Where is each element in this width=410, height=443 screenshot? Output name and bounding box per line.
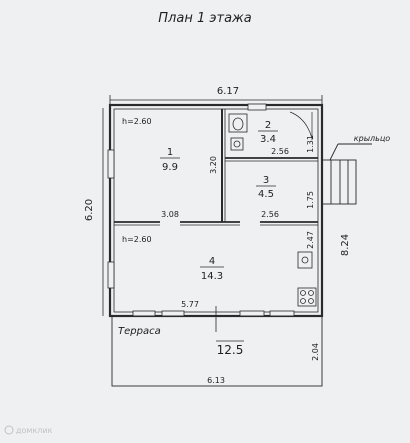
room-4-dim-width: 5.77 <box>181 300 199 309</box>
house-walls <box>107 103 324 318</box>
terrace: Терраса 12.5 2.04 6.13 <box>111 306 323 387</box>
room-3: 3 4.5 1.75 2.56 <box>256 175 315 219</box>
dim-width-top: 6.17 <box>217 86 239 97</box>
dimension-right: 8.24 <box>340 234 351 256</box>
room-2-area: 3.4 <box>260 134 276 145</box>
room-1-area: 9.9 <box>162 162 178 173</box>
room-3-area: 4.5 <box>258 189 274 200</box>
door-swing-icon <box>289 111 313 140</box>
room-2-number: 2 <box>265 120 271 131</box>
room-1: h=2.60 1 9.9 3.20 3.08 <box>122 117 218 219</box>
dim-height-left: 6.20 <box>84 199 95 221</box>
plan-title: План 1 этажа <box>158 11 251 26</box>
dim-height-right: 8.24 <box>340 234 351 256</box>
sink-icon <box>230 137 244 151</box>
room-1-ceiling: h=2.60 <box>122 117 152 126</box>
porch-stairs <box>321 143 372 205</box>
room-1-number: 1 <box>167 147 173 158</box>
dimension-left: 6.20 <box>84 108 104 316</box>
room-2-dim-height: 1.31 <box>306 135 315 153</box>
interior-walls <box>114 109 318 226</box>
room-4-area: 14.3 <box>201 271 223 282</box>
dimension-top: 6.17 <box>109 86 323 105</box>
watermark-logo: домклик <box>4 425 53 435</box>
room-3-dim-width: 2.56 <box>261 210 279 219</box>
room-1-dim-height: 3.20 <box>209 156 218 174</box>
terrace-dim-width: 6.13 <box>207 376 225 385</box>
porch-label: крыльцо <box>354 134 391 143</box>
watermark-text: домклик <box>16 426 53 435</box>
room-4-ceiling: h=2.60 <box>122 235 152 244</box>
room-3-dim-height: 1.75 <box>306 191 315 209</box>
room-1-dim-width: 3.08 <box>161 210 179 219</box>
room-4-number: 4 <box>209 256 215 267</box>
terrace-area: 12.5 <box>217 343 244 357</box>
room-4: h=2.60 4 14.3 2.47 5.77 <box>122 231 315 309</box>
terrace-dim-height: 2.04 <box>311 343 320 361</box>
terrace-label: Терраса <box>118 326 161 337</box>
room-4-dim-height: 2.47 <box>306 231 315 249</box>
stove-icon <box>297 287 317 307</box>
kitchen-sink-icon <box>297 251 313 269</box>
room-2-dim-width: 2.56 <box>271 147 289 156</box>
room-2: 2 3.4 2.56 1.31 <box>258 120 315 156</box>
toilet-icon <box>228 113 248 133</box>
room-3-number: 3 <box>263 175 269 186</box>
